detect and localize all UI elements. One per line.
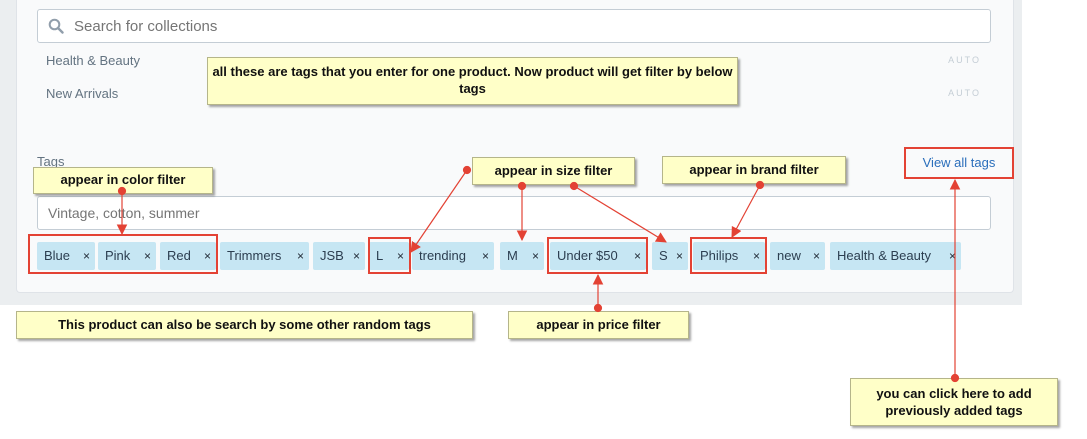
callout-price-filter: appear in price filter bbox=[508, 311, 689, 339]
size-l-highlight bbox=[368, 237, 411, 274]
remove-tag-icon[interactable]: × bbox=[633, 249, 641, 263]
tag-label: Under $50 bbox=[557, 248, 618, 263]
tag-label: S bbox=[659, 248, 668, 263]
collection-name: New Arrivals bbox=[46, 86, 119, 101]
callout-size-filter: appear in size filter bbox=[472, 157, 635, 185]
remove-tag-icon[interactable]: × bbox=[296, 249, 304, 263]
remove-tag-icon[interactable]: × bbox=[481, 249, 489, 263]
tag-chip-m: M× bbox=[500, 242, 544, 270]
collection-name: Health & Beauty bbox=[46, 53, 140, 68]
brand-tag-highlight bbox=[690, 237, 767, 274]
collections-search-box[interactable] bbox=[37, 9, 991, 43]
tag-chip-pink: Pink × bbox=[98, 242, 156, 270]
remove-tag-icon[interactable]: × bbox=[948, 249, 956, 263]
tag-label: Pink bbox=[105, 248, 131, 263]
tag-label: trending bbox=[419, 248, 466, 263]
callout-color-filter: appear in color filter bbox=[33, 167, 213, 194]
tag-chip-jsb: JSB × bbox=[313, 242, 365, 270]
tag-chip-blue: Blue × bbox=[37, 242, 95, 270]
callout-tags-explanation: all these are tags that you enter for on… bbox=[207, 57, 738, 105]
search-icon bbox=[48, 18, 64, 34]
tag-chip-trending: trending × bbox=[412, 242, 494, 270]
tag-label: Health & Beauty bbox=[837, 248, 931, 263]
tag-chip-red: Red × bbox=[160, 242, 216, 270]
remove-tag-icon[interactable]: × bbox=[812, 249, 820, 263]
tag-label: M bbox=[507, 248, 518, 263]
tag-label: Trimmers bbox=[227, 248, 282, 263]
tag-chip-new: new × bbox=[770, 242, 825, 270]
price-tag-highlight bbox=[547, 237, 648, 274]
tags-input-box[interactable] bbox=[37, 196, 991, 230]
collection-row-new-arrivals[interactable]: New Arrivals AUTO bbox=[46, 78, 981, 110]
tag-label: Blue bbox=[44, 248, 71, 263]
view-all-tags-link[interactable]: View all tags bbox=[904, 147, 1014, 179]
tag-chip-philips: Philips × bbox=[693, 242, 765, 270]
auto-badge: AUTO bbox=[948, 55, 981, 65]
tag-label: L bbox=[376, 248, 384, 263]
tag-label: Philips bbox=[700, 248, 739, 263]
tag-chip-under-50: Under $50 × bbox=[550, 242, 646, 270]
tag-label: JSB bbox=[320, 248, 344, 263]
color-tags-highlight bbox=[28, 234, 218, 274]
callout-random-tags: This product can also be search by some … bbox=[16, 311, 473, 339]
tag-chip-l: L× bbox=[369, 242, 409, 270]
remove-tag-icon[interactable]: × bbox=[203, 249, 211, 263]
auto-badge: AUTO bbox=[948, 88, 981, 98]
remove-tag-icon[interactable]: × bbox=[82, 249, 90, 263]
tags-label: Tags bbox=[37, 154, 65, 169]
remove-tag-icon[interactable]: × bbox=[752, 249, 760, 263]
remove-tag-icon[interactable]: × bbox=[396, 249, 404, 263]
tag-chip-trimmers: Trimmers × bbox=[220, 242, 309, 270]
remove-tag-icon[interactable]: × bbox=[531, 249, 539, 263]
remove-tag-icon[interactable]: × bbox=[143, 249, 151, 263]
tag-label: Red bbox=[167, 248, 191, 263]
search-input[interactable] bbox=[74, 10, 954, 42]
callout-brand-filter: appear in brand filter bbox=[662, 156, 846, 184]
callout-view-all-hint: you can click here to add previously add… bbox=[850, 378, 1058, 426]
remove-tag-icon[interactable]: × bbox=[352, 249, 360, 263]
tag-chip-health-beauty: Health & Beauty × bbox=[830, 242, 961, 270]
tag-label: new bbox=[777, 248, 801, 263]
remove-tag-icon[interactable]: × bbox=[675, 249, 683, 263]
tags-input[interactable] bbox=[48, 197, 948, 229]
collection-row-health-beauty[interactable]: Health & Beauty AUTO bbox=[46, 45, 981, 77]
tag-chip-s: S× bbox=[652, 242, 688, 270]
